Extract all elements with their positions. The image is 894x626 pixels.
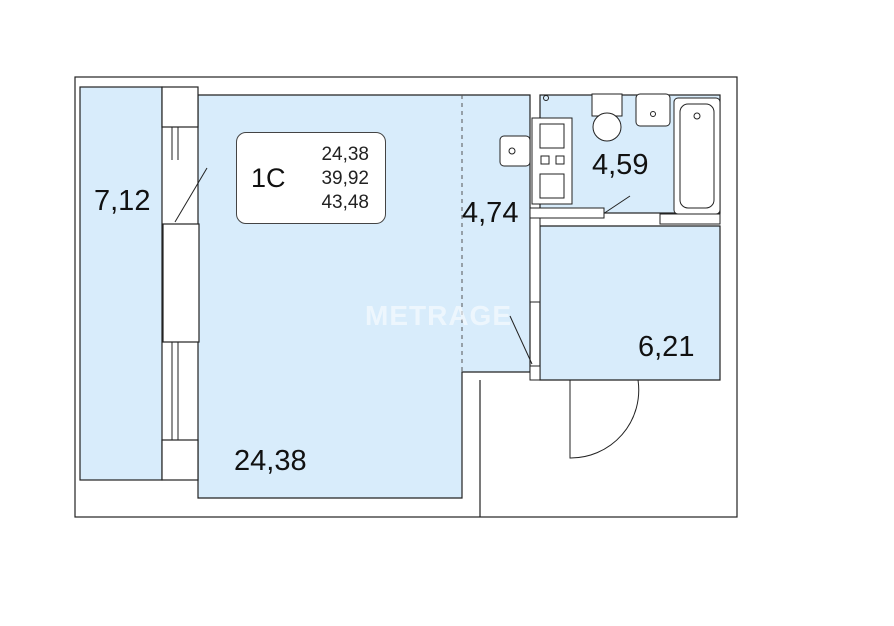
- door-swing: [509, 315, 533, 365]
- hall-room: [539, 225, 721, 381]
- wall-segment: [529, 365, 541, 381]
- balcony-door: [162, 223, 200, 343]
- wall-segment: [529, 207, 605, 219]
- door-swing: [174, 167, 208, 223]
- total-area-value: 43,48: [321, 192, 369, 213]
- watermark: METRAGE: [365, 300, 512, 331]
- pipe-marker: [543, 95, 549, 101]
- bathroom-area-label: 4,59: [592, 149, 648, 181]
- apartment-info-card: 1С 24,38 39,92 43,48: [236, 132, 386, 224]
- sink-drain: [650, 111, 656, 117]
- hall-area-label: 6,21: [638, 331, 694, 363]
- door-swing: [602, 195, 631, 215]
- apartment-type: 1С: [251, 163, 286, 193]
- kitchen-area-label: 4,74: [462, 197, 518, 229]
- living-area-label: 24,38: [234, 445, 307, 477]
- toilet-bowl: [592, 112, 622, 142]
- wall-segment: [659, 213, 721, 225]
- balcony-room: [79, 86, 163, 481]
- wall-segment: [529, 217, 541, 303]
- entrance-door: [569, 379, 640, 459]
- bathtub-inner: [679, 103, 715, 209]
- balcony-area-label: 7,12: [94, 185, 150, 217]
- stove-burner: [555, 155, 565, 165]
- useful-area-value: 39,92: [321, 168, 369, 189]
- wall-segment: [161, 86, 199, 128]
- sink-drain: [508, 147, 516, 155]
- apartment-areas: 24,38 39,92 43,48: [321, 143, 369, 215]
- stove-burner: [540, 155, 550, 165]
- wall-segment: [161, 439, 199, 481]
- bathroom-sink: [635, 93, 671, 127]
- kitchen-counter: [539, 123, 565, 149]
- kitchen-counter: [539, 173, 565, 199]
- bathtub-drain: [693, 112, 701, 120]
- living-area-value: 24,38: [321, 144, 369, 165]
